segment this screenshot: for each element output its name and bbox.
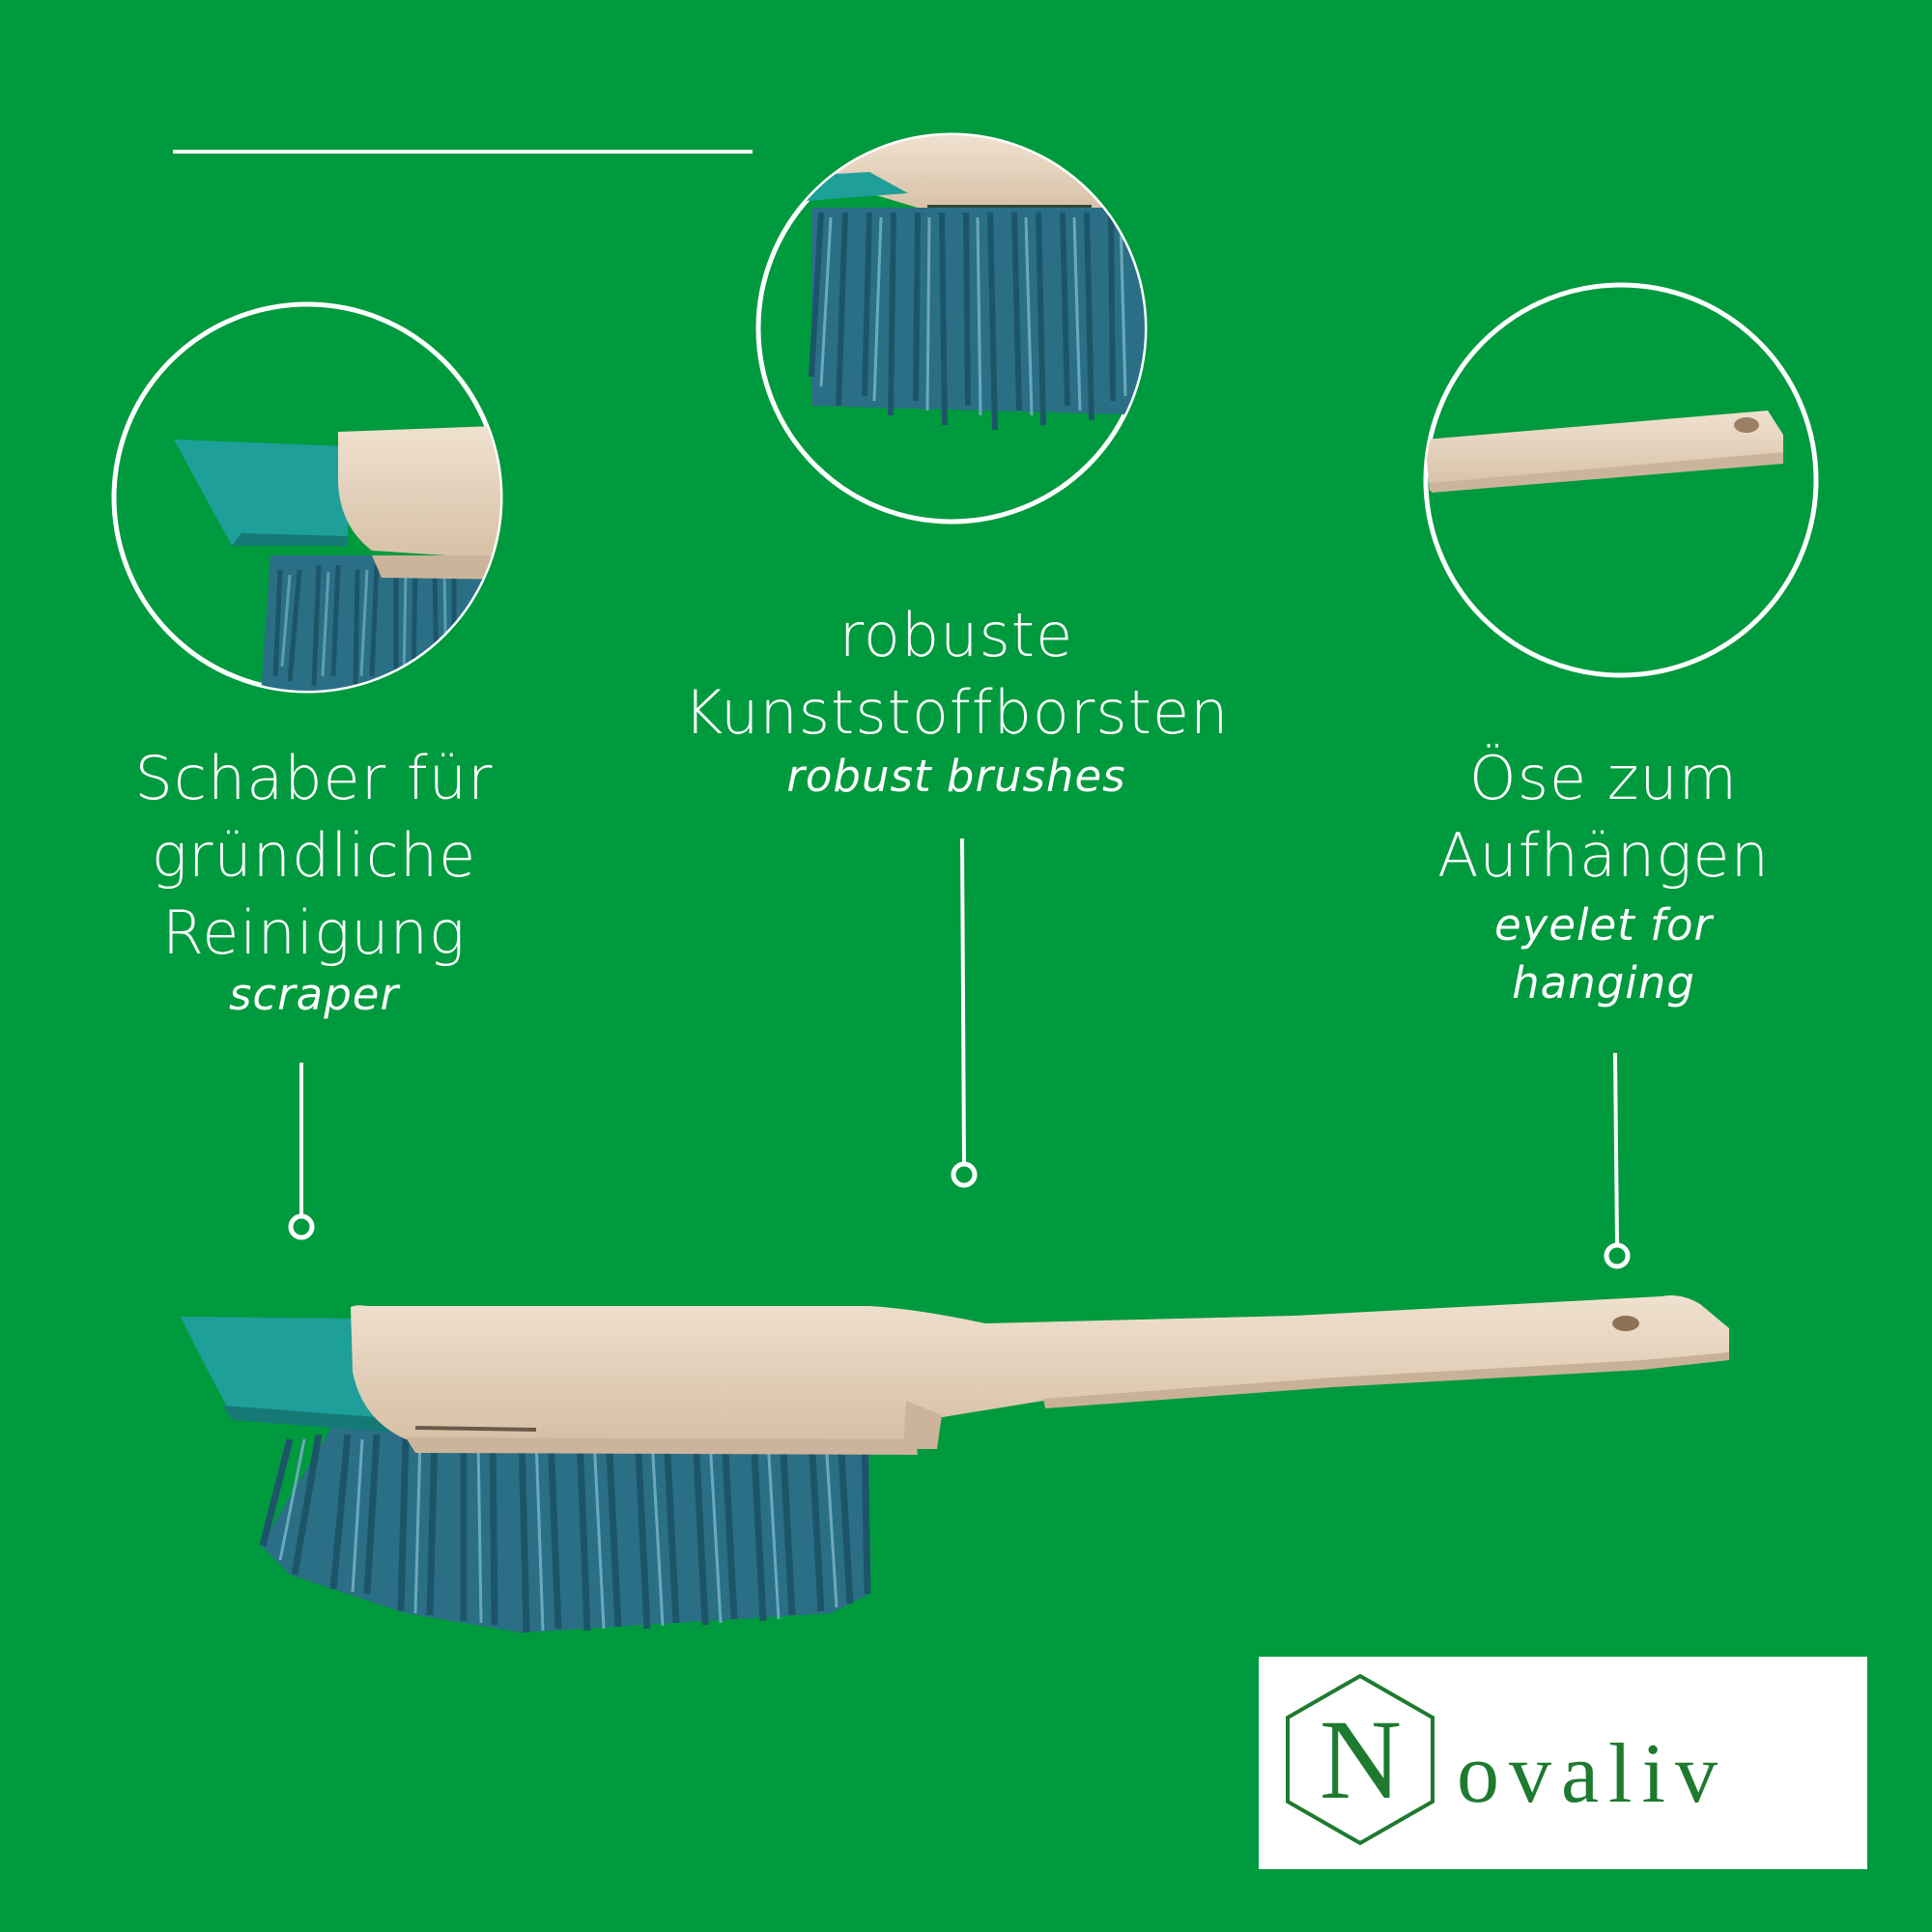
brush-eyelet-hole [1612,1316,1639,1331]
scraper-label-en: scraper [228,969,399,1020]
scraper-feature-block: Schaber für gründliche Reinigung scraper [87,740,541,1024]
scraper-connector [288,1063,315,1240]
bristles-connector [951,838,978,1188]
eyelet-connector [1604,1052,1631,1269]
top-decorative-rule [173,150,753,154]
product-brush-icon [181,1295,1729,1634]
logo-hexagon-icon [1286,1673,1435,1846]
closeup-scraper-blade [174,440,348,546]
closeup-wood-head [338,425,500,560]
eyelet-closeup-icon [1423,282,1819,678]
brush-wood-body [351,1295,1729,1439]
eyelet-feature-block: Öse zum Aufhängen eyelet for hanging [1381,740,1826,1012]
closeup-handle-end [1426,411,1783,491]
scraper-slot [414,1426,537,1432]
scraper-label-de: Schaber für gründliche Reinigung [134,743,494,968]
brush-bristles [259,1425,871,1634]
closeup-bristles-2 [811,208,1145,415]
logo-rest-text: ovaliv [1457,1727,1727,1821]
logo-first-letter: N [1319,1696,1403,1823]
eyelet-label-de: Öse zum Aufhängen [1437,743,1770,891]
scraper-closeup-icon [111,301,503,694]
bristles-closeup-icon [755,132,1148,525]
brand-logo: N ovaliv [1259,1657,1867,1869]
bristles-label-en: robust brushes [786,751,1126,802]
bristles-feature-block: robuste Kunststoffborsten robust brushes [618,597,1294,806]
eyelet-label-en: eyelet for hanging [1493,899,1713,1009]
bristles-label-de: robuste Kunststoffborsten [683,600,1230,748]
